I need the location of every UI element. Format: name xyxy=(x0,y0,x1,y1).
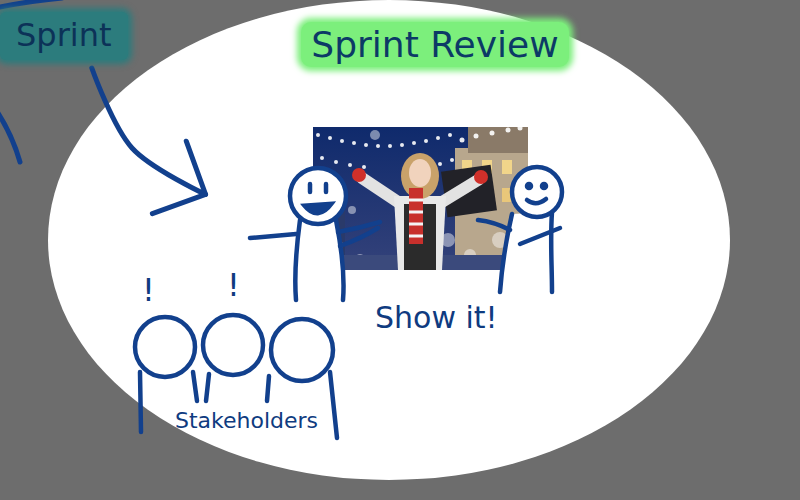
heading: Sprint Review xyxy=(301,22,568,67)
node-label: Sprint xyxy=(16,16,112,54)
exclamation-mark: ! xyxy=(227,266,240,304)
review-ellipse: Sprint Review xyxy=(48,0,730,480)
ellipse-outline xyxy=(48,0,730,480)
edge-arc xyxy=(0,110,20,162)
group-label: Stakeholders xyxy=(175,408,318,433)
caption-note: Show it! xyxy=(375,300,498,335)
edge-arc xyxy=(0,0,62,7)
ellipse-outline xyxy=(48,0,730,480)
exclamation-mark: ! xyxy=(142,271,155,309)
sprint-tag: Sprint xyxy=(0,12,128,60)
